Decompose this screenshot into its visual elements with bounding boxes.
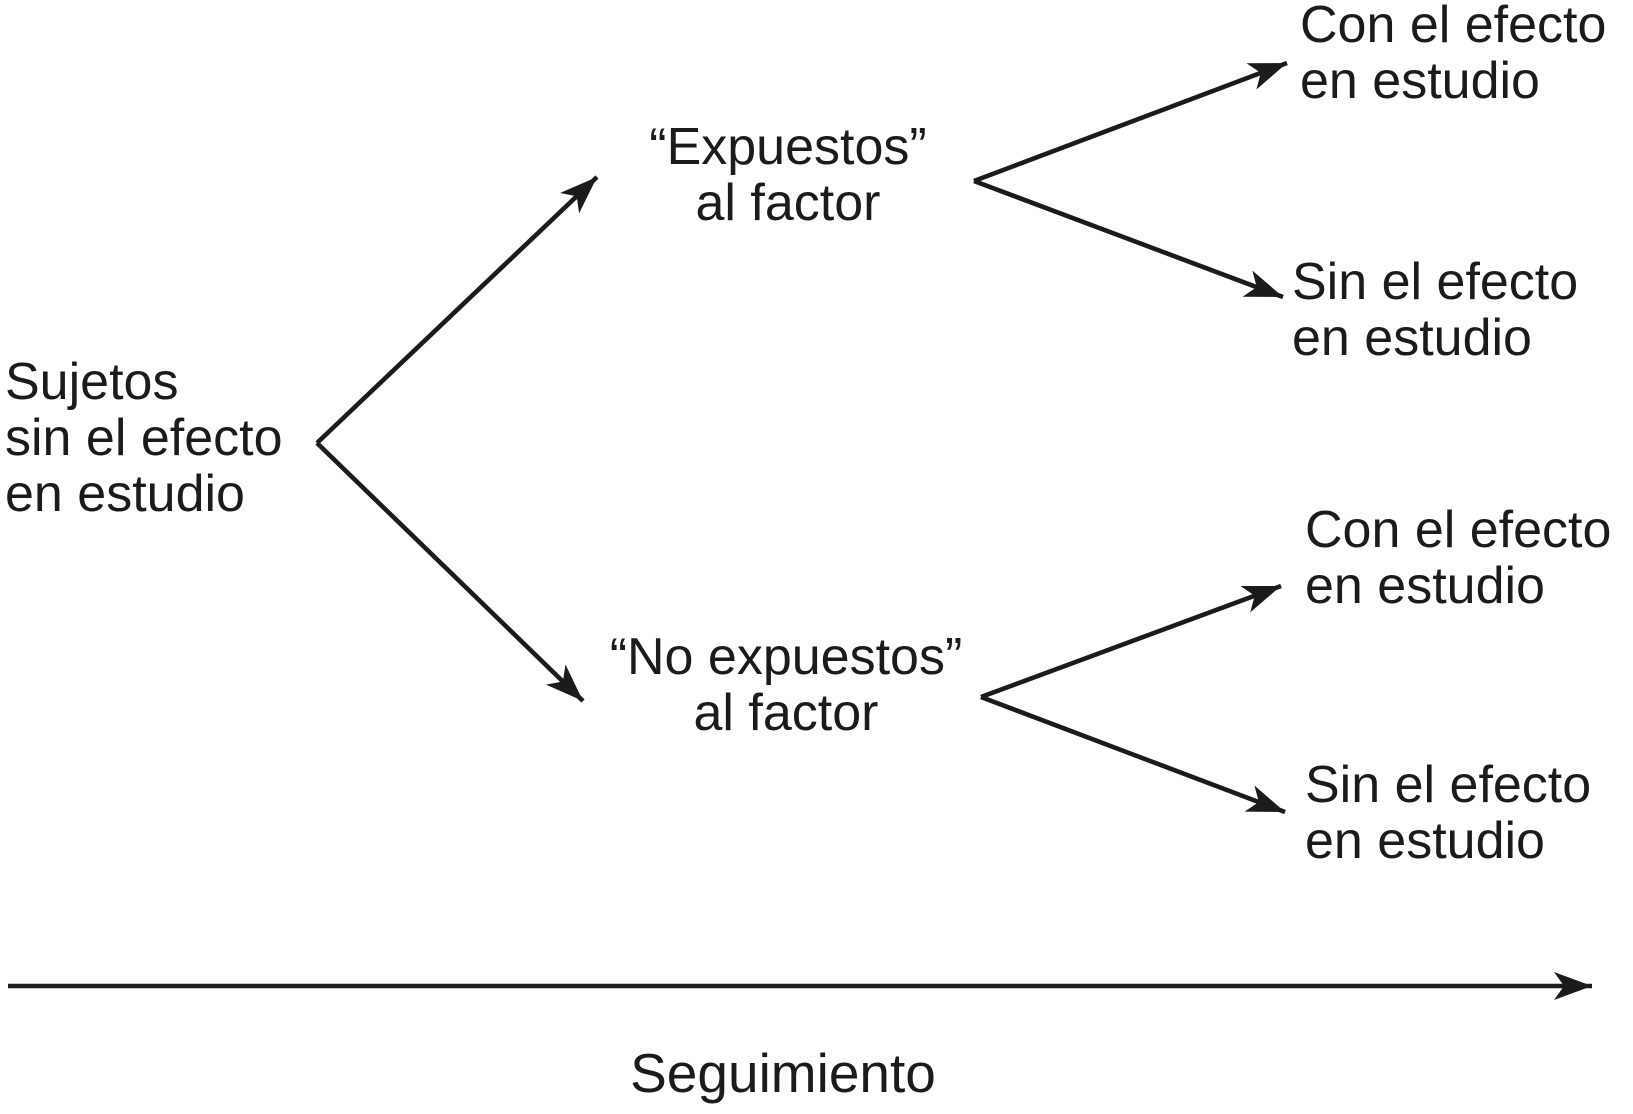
timeline-label: Seguimiento (630, 1042, 936, 1104)
arrow-exposed-to-without-effect (973, 178, 1284, 300)
arrow-not-exposed-to-with-effect (980, 583, 1282, 700)
arrow-root-to-not-exposed (315, 441, 585, 703)
outcome-exposed-without-effect-label: Sin el efecto en estudio (1292, 253, 1579, 367)
arrow-exposed-to-with-effect (973, 60, 1288, 184)
exposed-node-label: “Expuestos” al factor (649, 118, 927, 232)
arrow-not-exposed-to-without-effect (980, 694, 1286, 815)
arrow-root-to-exposed (315, 175, 599, 445)
not-exposed-node-label: “No expuestos” al factor (609, 628, 963, 742)
outcome-exposed-with-effect-label: Con el efecto en estudio (1300, 0, 1607, 110)
outcome-not-exposed-without-effect-label: Sin el efecto en estudio (1305, 756, 1592, 870)
root-node-label: Sujetos sin el efecto en estudio (5, 353, 283, 523)
outcome-not-exposed-with-effect-label: Con el efecto en estudio (1305, 501, 1612, 615)
